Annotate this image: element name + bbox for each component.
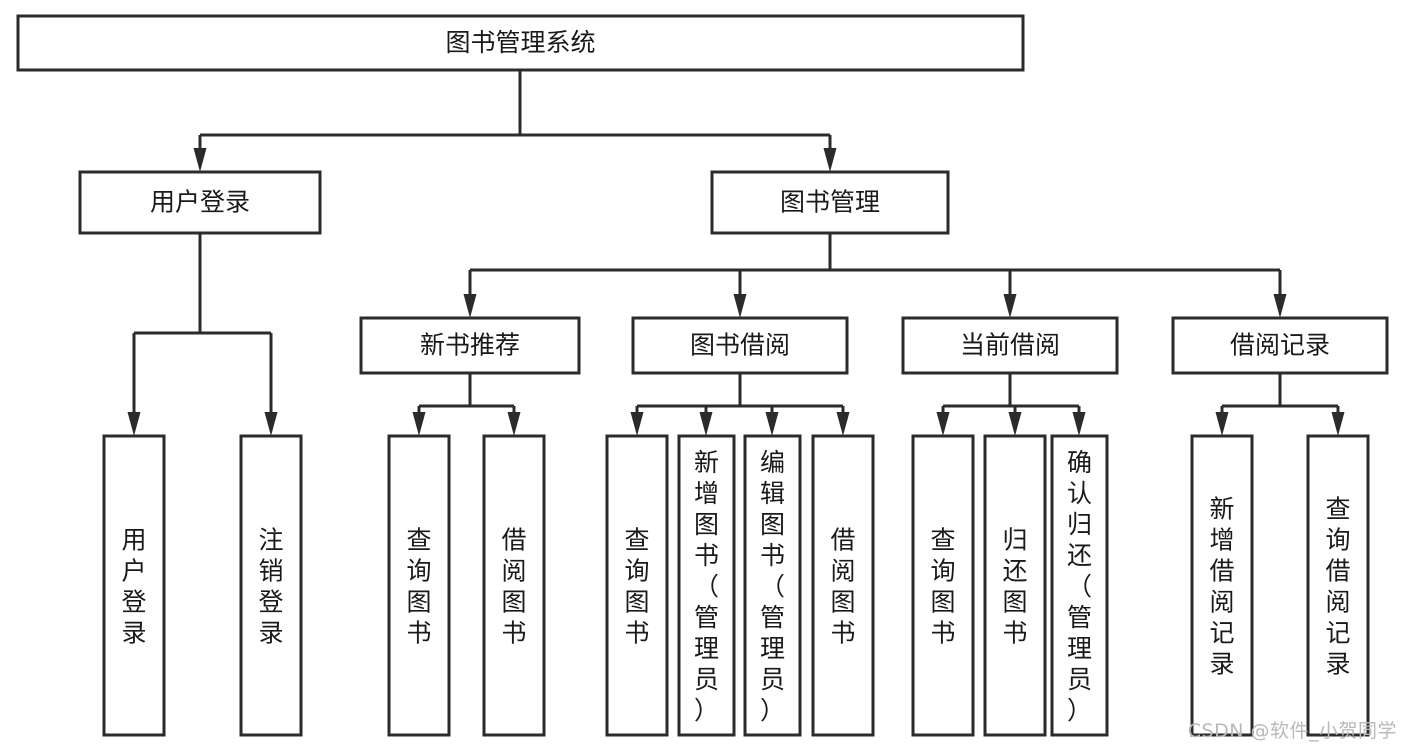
leaf-node-2[interactable]: 注销登录 bbox=[239, 434, 303, 737]
level2-node-1[interactable]: 新书推荐 bbox=[359, 316, 581, 375]
leafgrp-3-arrow-3-head bbox=[1072, 412, 1086, 436]
leaf-node-box[interactable] bbox=[1190, 434, 1254, 737]
leaf-node-8[interactable]: 借阅图书 bbox=[811, 434, 875, 737]
leaf-node-9[interactable]: 查询图书 bbox=[911, 434, 975, 737]
leaf-node-box[interactable] bbox=[677, 434, 736, 737]
leaf-node-7[interactable]: 编辑图书（管理员） bbox=[743, 434, 802, 737]
leaf-node-label: 归还图书 bbox=[1002, 525, 1027, 647]
level1-node-1[interactable]: 用户登录 bbox=[78, 170, 322, 235]
leaf-node-label: 查询借阅记录 bbox=[1325, 494, 1350, 678]
level1-node-box[interactable] bbox=[78, 170, 322, 235]
leaf-node-label: 借阅图书 bbox=[830, 525, 855, 647]
leaf-node-box[interactable] bbox=[102, 434, 166, 737]
leaf-node-5[interactable]: 查询图书 bbox=[605, 434, 669, 737]
level1-node-box[interactable] bbox=[710, 170, 950, 235]
leafgrp-3-arrow-1-head bbox=[936, 412, 950, 436]
level2-node-box[interactable] bbox=[1171, 316, 1389, 375]
level2-node-2[interactable]: 图书借阅 bbox=[631, 316, 849, 375]
leaf-node-box[interactable] bbox=[1306, 434, 1370, 737]
leafgrp-2-arrow-3-head bbox=[765, 412, 779, 436]
leaf-node-13[interactable]: 查询借阅记录 bbox=[1306, 434, 1370, 737]
leaf-node-label: 新增借阅记录 bbox=[1209, 494, 1234, 678]
leaf-node-label: 借阅图书 bbox=[501, 525, 526, 647]
leaf-node-label: 用户登录 bbox=[121, 525, 146, 647]
watermark-text: CSDN @软件_小贺同学 bbox=[1187, 720, 1397, 742]
leaf-node-11[interactable]: 确认归还（管理员） bbox=[1050, 434, 1109, 737]
leaf-node-label: 注销登录 bbox=[258, 525, 283, 647]
root-arrow-1-head bbox=[193, 148, 207, 172]
leaf-node-3[interactable]: 查询图书 bbox=[387, 434, 451, 737]
leaf-node-label: 确认归还（管理员） bbox=[1067, 448, 1092, 725]
book-arrow-4-head bbox=[1273, 294, 1287, 318]
book-arrow-1-head bbox=[463, 294, 477, 318]
level2-node-box[interactable] bbox=[631, 316, 849, 375]
leaf-node-box[interactable] bbox=[811, 434, 875, 737]
leaf-node-box[interactable] bbox=[983, 434, 1047, 737]
leaf-node-box[interactable] bbox=[1050, 434, 1109, 737]
level2-node-label: 新书推荐 bbox=[420, 331, 520, 360]
leaf-node-label: 新增图书（管理员） bbox=[694, 448, 719, 725]
level2-node-label: 当前借阅 bbox=[960, 331, 1060, 360]
leafgrp-1-arrow-2-head bbox=[507, 412, 521, 436]
root-node-1[interactable]: 图书管理系统 bbox=[16, 14, 1025, 72]
leafgrp-4-arrow-2-head bbox=[1331, 412, 1345, 436]
book-arrow-2-head bbox=[733, 294, 747, 318]
leafgrp-2-arrow-4-head bbox=[836, 412, 850, 436]
leaf-node-box[interactable] bbox=[239, 434, 303, 737]
leaf-node-box[interactable] bbox=[482, 434, 546, 737]
leafgrp-2-arrow-1-head bbox=[630, 412, 644, 436]
leaf-node-label: 查询图书 bbox=[406, 525, 431, 647]
leaf-node-10[interactable]: 归还图书 bbox=[983, 434, 1047, 737]
leafgrp-3-arrow-2-head bbox=[1008, 412, 1022, 436]
leaf-node-box[interactable] bbox=[605, 434, 669, 737]
level2-node-label: 借阅记录 bbox=[1230, 331, 1330, 360]
leaf-node-6[interactable]: 新增图书（管理员） bbox=[677, 434, 736, 737]
user-arrow-1-head bbox=[127, 412, 141, 436]
leaf-node-label: 编辑图书（管理员） bbox=[760, 448, 785, 725]
root-arrow-2-head bbox=[823, 148, 837, 172]
leaf-node-box[interactable] bbox=[387, 434, 451, 737]
book-arrow-3-head bbox=[1003, 294, 1017, 318]
leaf-node-1[interactable]: 用户登录 bbox=[102, 434, 166, 737]
leaf-node-12[interactable]: 新增借阅记录 bbox=[1190, 434, 1254, 737]
leaf-node-4[interactable]: 借阅图书 bbox=[482, 434, 546, 737]
connector-layer bbox=[127, 70, 1345, 436]
level1-node-label: 用户登录 bbox=[150, 188, 250, 217]
root-node-box[interactable] bbox=[16, 14, 1025, 72]
leaf-node-box[interactable] bbox=[743, 434, 802, 737]
leafgrp-2-arrow-2-head bbox=[699, 412, 713, 436]
node-layer: 图书管理系统用户登录图书管理新书推荐图书借阅当前借阅借阅记录用户登录注销登录查询… bbox=[16, 14, 1389, 737]
level2-node-box[interactable] bbox=[901, 316, 1119, 375]
level1-node-2[interactable]: 图书管理 bbox=[710, 170, 950, 235]
level2-node-box[interactable] bbox=[359, 316, 581, 375]
leaf-node-box[interactable] bbox=[911, 434, 975, 737]
level1-node-label: 图书管理 bbox=[780, 188, 880, 217]
leaf-node-label: 查询图书 bbox=[930, 525, 955, 647]
leafgrp-1-arrow-1-head bbox=[412, 412, 426, 436]
root-node-label: 图书管理系统 bbox=[445, 28, 595, 57]
level2-node-label: 图书借阅 bbox=[690, 331, 790, 360]
leafgrp-4-arrow-1-head bbox=[1215, 412, 1229, 436]
leaf-node-label: 查询图书 bbox=[624, 525, 649, 647]
user-arrow-2-head bbox=[264, 412, 278, 436]
level2-node-4[interactable]: 借阅记录 bbox=[1171, 316, 1389, 375]
level2-node-3[interactable]: 当前借阅 bbox=[901, 316, 1119, 375]
